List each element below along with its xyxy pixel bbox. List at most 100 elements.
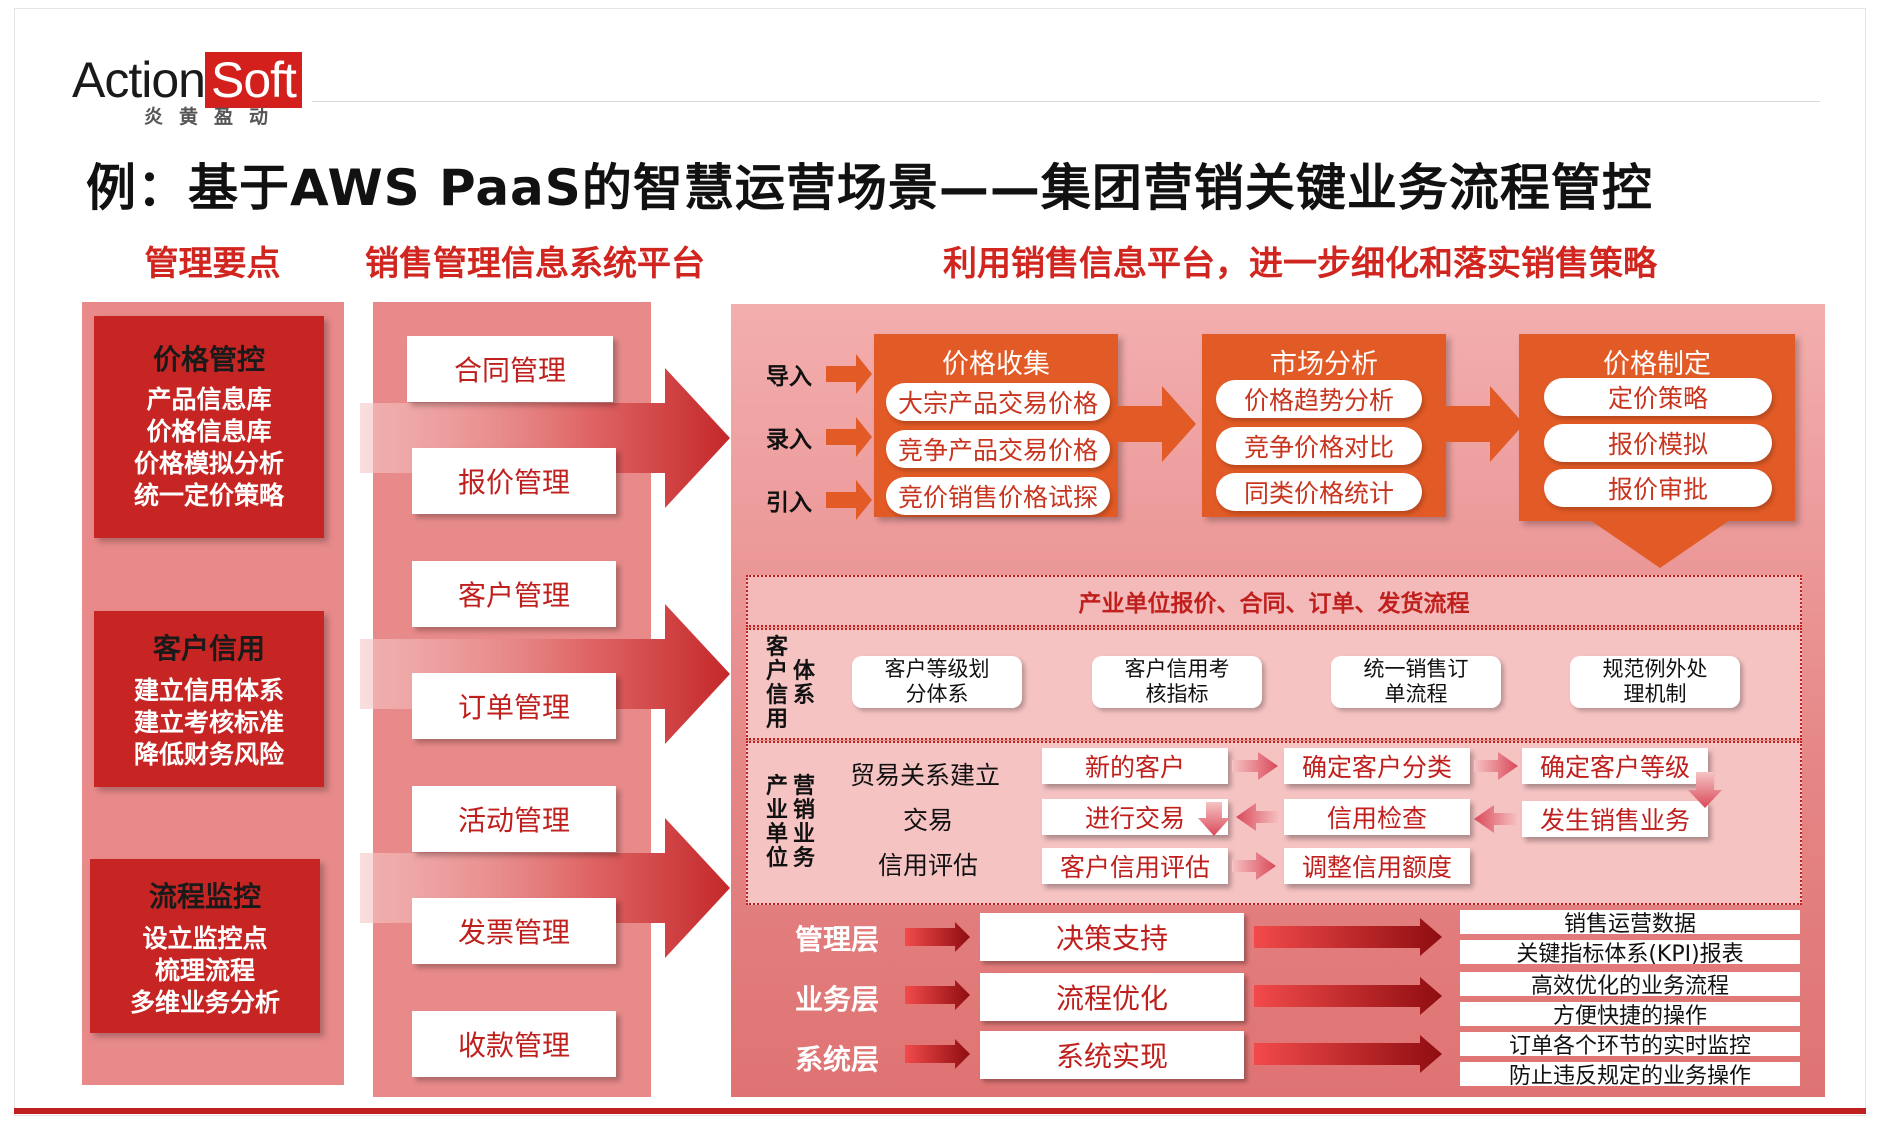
point-line: 梳理流程: [154, 956, 255, 985]
vertical-char: 系: [792, 683, 815, 708]
result-item: 销售运营数据: [1460, 910, 1800, 937]
layer-process-optimize[interactable]: 流程优化: [980, 973, 1244, 1021]
layer-system-implement[interactable]: 系统实现: [980, 1031, 1244, 1079]
point-line: 产品信息库: [146, 385, 272, 414]
layer-system-label: 系统层: [795, 1043, 880, 1076]
module-payment-button[interactable]: 收款管理: [412, 1011, 616, 1077]
flow-customer-category[interactable]: 确定客户分类: [1284, 748, 1470, 784]
input-label-import: 导入: [766, 364, 812, 390]
flow-new-customer[interactable]: 新的客户: [1042, 748, 1228, 784]
price-setting-item[interactable]: 报价审批: [1544, 469, 1772, 507]
module-customer-button[interactable]: 客户管理: [412, 561, 616, 627]
layer-arrow-small: [905, 980, 970, 1010]
credit-item-assessment[interactable]: 客户信用考核指标: [1092, 656, 1262, 708]
module-order-button[interactable]: 订单管理: [412, 673, 616, 739]
vertical-char: 户: [765, 659, 788, 684]
point-line: 多维业务分析: [129, 988, 280, 1017]
layer-decision-support[interactable]: 决策支持: [980, 913, 1244, 961]
column-header-strategy: 利用销售信息平台，进一步细化和落实销售策略: [943, 243, 1657, 284]
logo-action-text: Action: [72, 52, 206, 108]
page-title: 例：基于AWS PaaS的智慧运营场景——集团营销关键业务流程管控: [86, 159, 1653, 217]
vertical-char: 用: [765, 707, 788, 732]
logo-subtitle: 炎黄盈动: [144, 106, 285, 128]
arrow-left: [1474, 805, 1518, 833]
vertical-char: 务: [792, 846, 815, 871]
flow-trade[interactable]: 进行交易: [1042, 799, 1228, 835]
result-item: 防止违反规定的业务操作: [1460, 1062, 1800, 1089]
arrow-right: [1474, 752, 1518, 780]
module-invoice-button[interactable]: 发票管理: [412, 898, 616, 964]
layer-arrow-small: [905, 1039, 970, 1069]
result-item: 关键指标体系(KPI)报表: [1460, 940, 1800, 967]
flow-sales-business[interactable]: 发生销售业务: [1522, 801, 1708, 837]
row-label-relationship: 贸易关系建立: [850, 761, 1001, 790]
vertical-char: 体: [792, 659, 815, 684]
point-line: 价格信息库: [146, 417, 272, 446]
market-analysis-item[interactable]: 竞争价格对比: [1216, 427, 1422, 465]
layer-business-label: 业务层: [795, 983, 880, 1016]
flow-adjust-credit[interactable]: 调整信用额度: [1284, 848, 1470, 884]
point-customer-credit: 客户信用 建立信用体系 建立考核标准 降低财务风险: [94, 611, 324, 787]
point-line: 统一定价策略: [133, 481, 284, 510]
point-line: 降低财务风险: [133, 740, 284, 769]
point-line: 价格模拟分析: [133, 449, 284, 478]
credit-system-label-b: 体系: [792, 660, 816, 708]
arrow-right: [1232, 852, 1276, 880]
arrow-collect-to-analysis: [1118, 386, 1196, 462]
point-title: 流程监控: [148, 880, 261, 913]
price-collect-item[interactable]: 大宗产品交易价格: [886, 383, 1110, 421]
input-label-entry: 录入: [766, 427, 812, 453]
result-item: 订单各个环节的实时监控: [1460, 1032, 1800, 1059]
business-label-a: 产业单位: [765, 775, 789, 871]
group-title: 价格制定: [1603, 349, 1711, 380]
row-label-credit-eval: 信用评估: [878, 851, 979, 880]
vertical-char: 产: [765, 774, 788, 799]
logo-soft-text: Soft: [204, 52, 302, 108]
credit-item-order-flow[interactable]: 统一销售订单流程: [1331, 656, 1501, 708]
point-line: 建立考核标准: [133, 708, 284, 737]
point-line: 设立监控点: [142, 924, 268, 953]
arrow-analysis-to-pricing: [1446, 386, 1524, 462]
flow-customer-level[interactable]: 确定客户等级: [1522, 748, 1708, 784]
business-label-b: 营销业务: [792, 775, 816, 871]
flow-credit-check[interactable]: 信用检查: [1284, 799, 1470, 835]
process-title: 产业单位报价、合同、订单、发货流程: [1078, 591, 1470, 617]
price-collect-item[interactable]: 竞争产品交易价格: [886, 430, 1110, 468]
result-item: 方便快捷的操作: [1460, 1002, 1800, 1029]
module-activity-button[interactable]: 活动管理: [412, 786, 616, 852]
process-title-band: 产业单位报价、合同、订单、发货流程: [746, 575, 1802, 627]
column-header-points: 管理要点: [144, 243, 281, 284]
vertical-char: 业: [792, 822, 815, 847]
vertical-char: 信: [765, 683, 788, 708]
page-frame: [14, 8, 1866, 1116]
market-analysis-item[interactable]: 价格趋势分析: [1216, 380, 1422, 418]
point-title: 价格管控: [152, 343, 265, 376]
layer-arrow-long: [1254, 1035, 1442, 1073]
market-analysis-item[interactable]: 同类价格统计: [1216, 473, 1422, 511]
vertical-char: 销: [792, 798, 815, 823]
module-quote-button[interactable]: 报价管理: [412, 448, 616, 514]
point-price-control: 价格管控 产品信息库 价格信息库 价格模拟分析 统一定价策略: [94, 316, 324, 538]
row-label-trade: 交易: [903, 806, 954, 835]
point-line: 建立信用体系: [133, 676, 284, 705]
bottom-bar: [14, 1108, 1866, 1114]
module-contract-button[interactable]: 合同管理: [407, 336, 613, 402]
group-title: 价格收集: [942, 349, 1050, 380]
layer-arrow-long: [1254, 918, 1442, 956]
price-setting-item[interactable]: 定价策略: [1544, 378, 1772, 416]
column-header-platform: 销售管理信息系统平台: [365, 243, 705, 284]
price-setting-item[interactable]: 报价模拟: [1544, 424, 1772, 462]
arrow-down: [1198, 802, 1230, 836]
arrow-down: [1688, 772, 1722, 808]
credit-item-exception[interactable]: 规范例外处理机制: [1570, 656, 1740, 708]
vertical-char: 客: [765, 635, 788, 660]
point-process-monitor: 流程监控 设立监控点 梳理流程 多维业务分析: [90, 859, 320, 1033]
layer-arrow-small: [905, 922, 970, 952]
credit-item-grading[interactable]: 客户等级划分体系: [852, 656, 1022, 708]
input-label-introduce: 引入: [766, 490, 812, 516]
price-collect-item[interactable]: 竞价销售价格试探: [886, 477, 1110, 515]
flow-credit-evaluation[interactable]: 客户信用评估: [1042, 848, 1228, 884]
header-rule: [312, 101, 1820, 102]
